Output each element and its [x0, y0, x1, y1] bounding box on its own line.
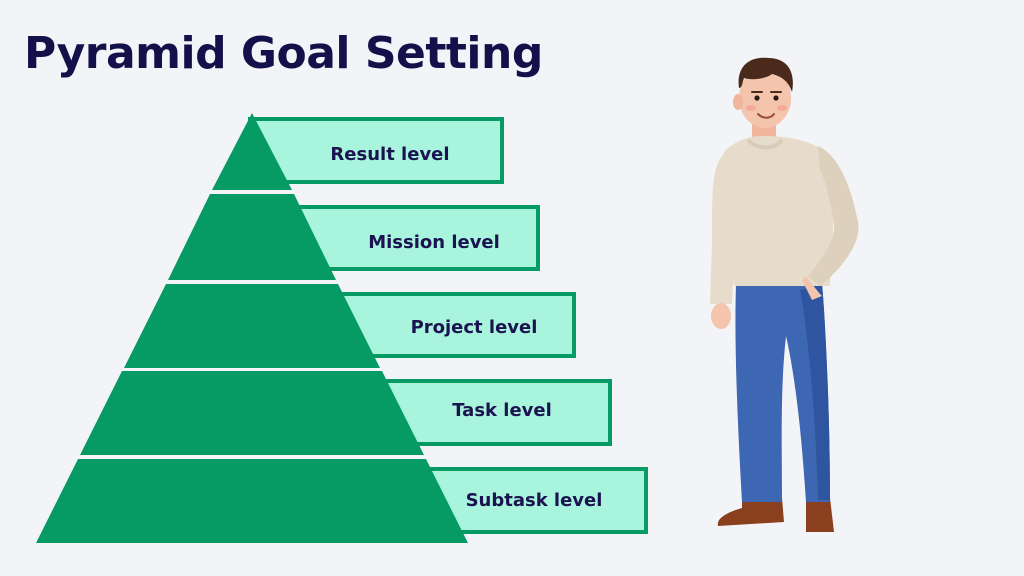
pyramid-tier-result: [212, 113, 292, 190]
pyramid-tier-project: [124, 284, 380, 368]
right-arm: [808, 146, 859, 286]
left-hand: [711, 303, 731, 329]
head: [739, 68, 791, 128]
hair: [738, 57, 793, 92]
pyramid-tier-task: [80, 371, 424, 455]
left-shoe: [717, 498, 784, 526]
standing-man-illustration: [710, 57, 859, 532]
level-box-subtask: Subtask level: [428, 467, 648, 534]
level-box-project: Project level: [338, 292, 576, 358]
page-title: Pyramid Goal Setting: [24, 28, 543, 79]
pyramid-tier-subtask: [36, 459, 468, 543]
sweater: [724, 136, 836, 286]
level-label-subtask: Subtask level: [466, 490, 603, 511]
left-arm: [710, 154, 738, 304]
level-label-mission: Mission level: [368, 232, 500, 253]
level-box-result: Result level: [248, 117, 504, 184]
level-label-result: Result level: [330, 144, 449, 165]
level-label-project: Project level: [411, 317, 538, 338]
level-box-mission: Mission level: [292, 205, 540, 271]
pyramid-tier-mission: [168, 194, 336, 280]
level-box-task: Task level: [383, 379, 612, 446]
pants: [735, 282, 830, 502]
pyramid: [36, 113, 468, 543]
level-label-task: Task level: [452, 400, 552, 421]
level-label-boxes: Result level Mission level Project level…: [248, 117, 648, 534]
right-shoe: [806, 498, 834, 532]
